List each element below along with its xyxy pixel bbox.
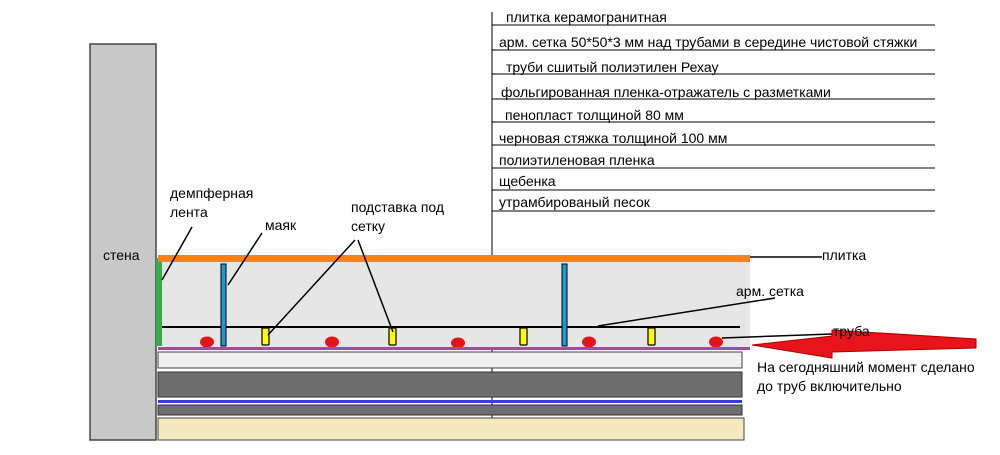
damper-leader (161, 226, 193, 281)
mesh-support (261, 327, 270, 346)
wall-label: стена (103, 247, 140, 263)
mesh-leader (597, 297, 776, 327)
legend-row-label: плитка керамогранитная (506, 9, 667, 25)
mesh-support (647, 327, 656, 346)
support-label-2: сетку (351, 218, 385, 234)
tile-label: плитка (822, 247, 866, 263)
progress-arrow (751, 329, 977, 359)
foam-insulation (157, 351, 743, 369)
mesh-support (519, 327, 528, 346)
wall (89, 43, 157, 441)
legend-row-label: арм. сетка 50*50*3 мм над трубами в сере… (499, 34, 917, 50)
support-label-1: подставка под (351, 199, 444, 215)
pipe-label: труба (833, 323, 870, 339)
foil-reflector (158, 347, 750, 350)
rough-screed (157, 371, 743, 398)
note-line-1: На сегодняшний момент сделано (757, 359, 975, 375)
polyethylene-film (158, 400, 742, 403)
layer-legend: плитка керамогранитная арм. сетка 50*50*3… (491, 9, 935, 430)
pipe (582, 336, 596, 348)
finish-screed (162, 261, 750, 347)
pipe (200, 336, 214, 348)
pipe (709, 336, 723, 348)
note-line-2: до труб включительно (757, 378, 902, 394)
mesh-label: арм. сетка (736, 283, 804, 299)
damper-label-1: демпферная (170, 185, 253, 201)
beacon-label: маяк (265, 217, 297, 233)
legend-row-label: полиэтиленовая пленка (499, 152, 655, 168)
legend-row-label: черновая стяжка толщиной 100 мм (499, 130, 727, 146)
gravel-layer (157, 404, 743, 416)
support-leader (357, 239, 394, 333)
beacon-leader (227, 232, 263, 286)
tile-layer (158, 255, 750, 262)
legend-row-label: утрамбированый песок (499, 194, 651, 210)
legend-row-label: фольгированная пленка-отражатель с разме… (501, 84, 831, 100)
support-leader (267, 239, 356, 336)
pipe (325, 336, 339, 348)
legend-row-label: пенопласт толщиной 80 мм (505, 107, 684, 123)
legend-row-label: труби сшитый полиэтилен Рехау (506, 59, 719, 75)
damper-tape (156, 258, 162, 346)
beacon (561, 263, 568, 347)
sand-layer (157, 417, 745, 441)
pipe-leader (721, 333, 833, 339)
pipe (451, 337, 465, 349)
damper-label-2: лента (170, 204, 208, 220)
legend-row-label: щебенка (499, 173, 556, 189)
mesh-support (388, 327, 397, 346)
beacon (220, 263, 227, 347)
